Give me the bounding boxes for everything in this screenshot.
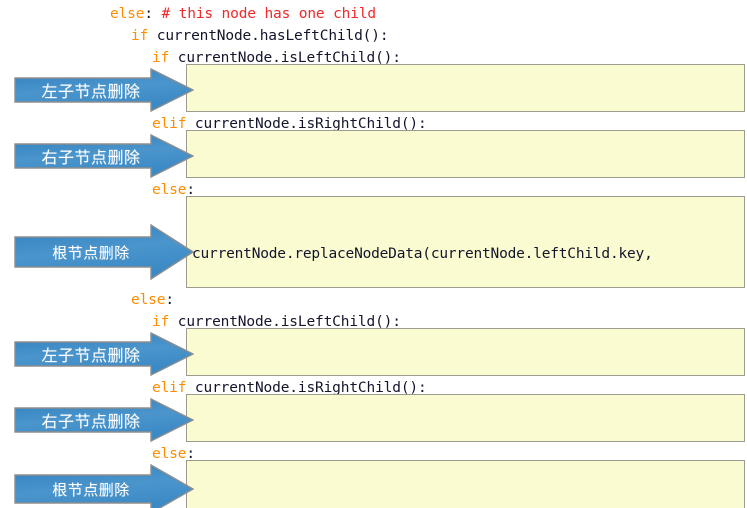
- code-block-line: currentNode.leftChild.parent = currentNo…: [192, 111, 741, 112]
- comment-text: # this node has one child: [161, 6, 377, 22]
- code-line-else-one-child: else: # this node has one child: [110, 3, 376, 25]
- code-line-text: currentNode.isRightChild():: [186, 380, 427, 396]
- arrow-shape-icon: [14, 397, 195, 443]
- keyword-if: if: [131, 28, 149, 44]
- keyword-if: if: [152, 50, 170, 66]
- code-line-text: currentNode.isLeftChild():: [169, 50, 401, 66]
- code-block-line: currentNode.rightChild.parent = currentN…: [192, 375, 741, 376]
- code-line-text: :: [144, 6, 162, 22]
- code-line-text: :: [186, 446, 195, 462]
- code-line-text: :: [165, 292, 174, 308]
- annotation-label: 右子节点删除: [41, 412, 141, 431]
- code-block-right-child-delete-1: currentNode.leftChild.parent = currentNo…: [186, 130, 745, 178]
- arrow-shape-icon: [14, 223, 195, 281]
- code-line-if-hasleftchild: if currentNode.hasLeftChild():: [131, 25, 389, 47]
- annotation-label: 根节点删除: [52, 480, 130, 499]
- keyword-else: else: [152, 446, 187, 462]
- annotation-arrow-left-child-delete-2[interactable]: 左子节点删除: [14, 331, 195, 377]
- arrow-shape-icon: [14, 67, 195, 113]
- code-line-text: currentNode.isRightChild():: [186, 116, 427, 132]
- annotation-arrow-root-delete-1[interactable]: 根节点删除: [14, 223, 195, 281]
- code-line-text: currentNode.isLeftChild():: [169, 314, 401, 330]
- code-line-text: currentNode.hasLeftChild():: [148, 28, 389, 44]
- annotation-arrow-root-delete-2[interactable]: 根节点删除: [14, 463, 195, 508]
- code-line-text: :: [186, 182, 195, 198]
- code-line-elif-isrightchild-1: elif currentNode.isRightChild():: [152, 113, 427, 135]
- annotation-label: 左子节点删除: [41, 346, 141, 365]
- annotation-arrow-right-child-delete-2[interactable]: 右子节点删除: [14, 397, 195, 443]
- arrow-shape-icon: [14, 133, 195, 179]
- code-block-root-delete-2: currentNode.replaceNodeData(currentNode.…: [186, 460, 745, 508]
- keyword-elif: elif: [152, 380, 187, 396]
- annotation-arrow-right-child-delete-1[interactable]: 右子节点删除: [14, 133, 195, 179]
- code-line-else-1: else:: [152, 179, 195, 201]
- code-block-line: currentNode.replaceNodeData(currentNode.…: [192, 246, 653, 262]
- keyword-else: else: [152, 182, 187, 198]
- annotation-label: 右子节点删除: [41, 148, 141, 167]
- keyword-else: else: [110, 6, 145, 22]
- code-line-elif-isrightchild-2: elif currentNode.isRightChild():: [152, 377, 427, 399]
- arrow-shape-icon: [14, 331, 195, 377]
- code-block-line: currentNode.rightChild.parent = currentN…: [192, 441, 741, 442]
- keyword-else: else: [131, 292, 166, 308]
- code-block-left-child-delete-1: currentNode.leftChild.parent = currentNo…: [186, 64, 745, 112]
- annotation-label: 根节点删除: [52, 243, 130, 262]
- annotation-label: 左子节点删除: [41, 82, 141, 101]
- annotation-arrow-left-child-delete-1[interactable]: 左子节点删除: [14, 67, 195, 113]
- code-line-else-2: else:: [131, 289, 174, 311]
- keyword-if: if: [152, 314, 170, 330]
- arrow-shape-icon: [14, 463, 195, 508]
- code-block-right-child-delete-2: currentNode.rightChild.parent = currentN…: [186, 394, 745, 442]
- code-line-if-isleftchild-1: if currentNode.isLeftChild():: [152, 47, 401, 69]
- code-block-left-child-delete-2: currentNode.rightChild.parent = currentN…: [186, 328, 745, 376]
- code-block-line: currentNode.leftChild.parent = currentNo…: [192, 177, 741, 178]
- keyword-elif: elif: [152, 116, 187, 132]
- code-line-if-isleftchild-2: if currentNode.isLeftChild():: [152, 311, 401, 333]
- code-line-else-3: else:: [152, 443, 195, 465]
- code-block-root-delete-1: currentNode.replaceNodeData(currentNode.…: [186, 196, 745, 288]
